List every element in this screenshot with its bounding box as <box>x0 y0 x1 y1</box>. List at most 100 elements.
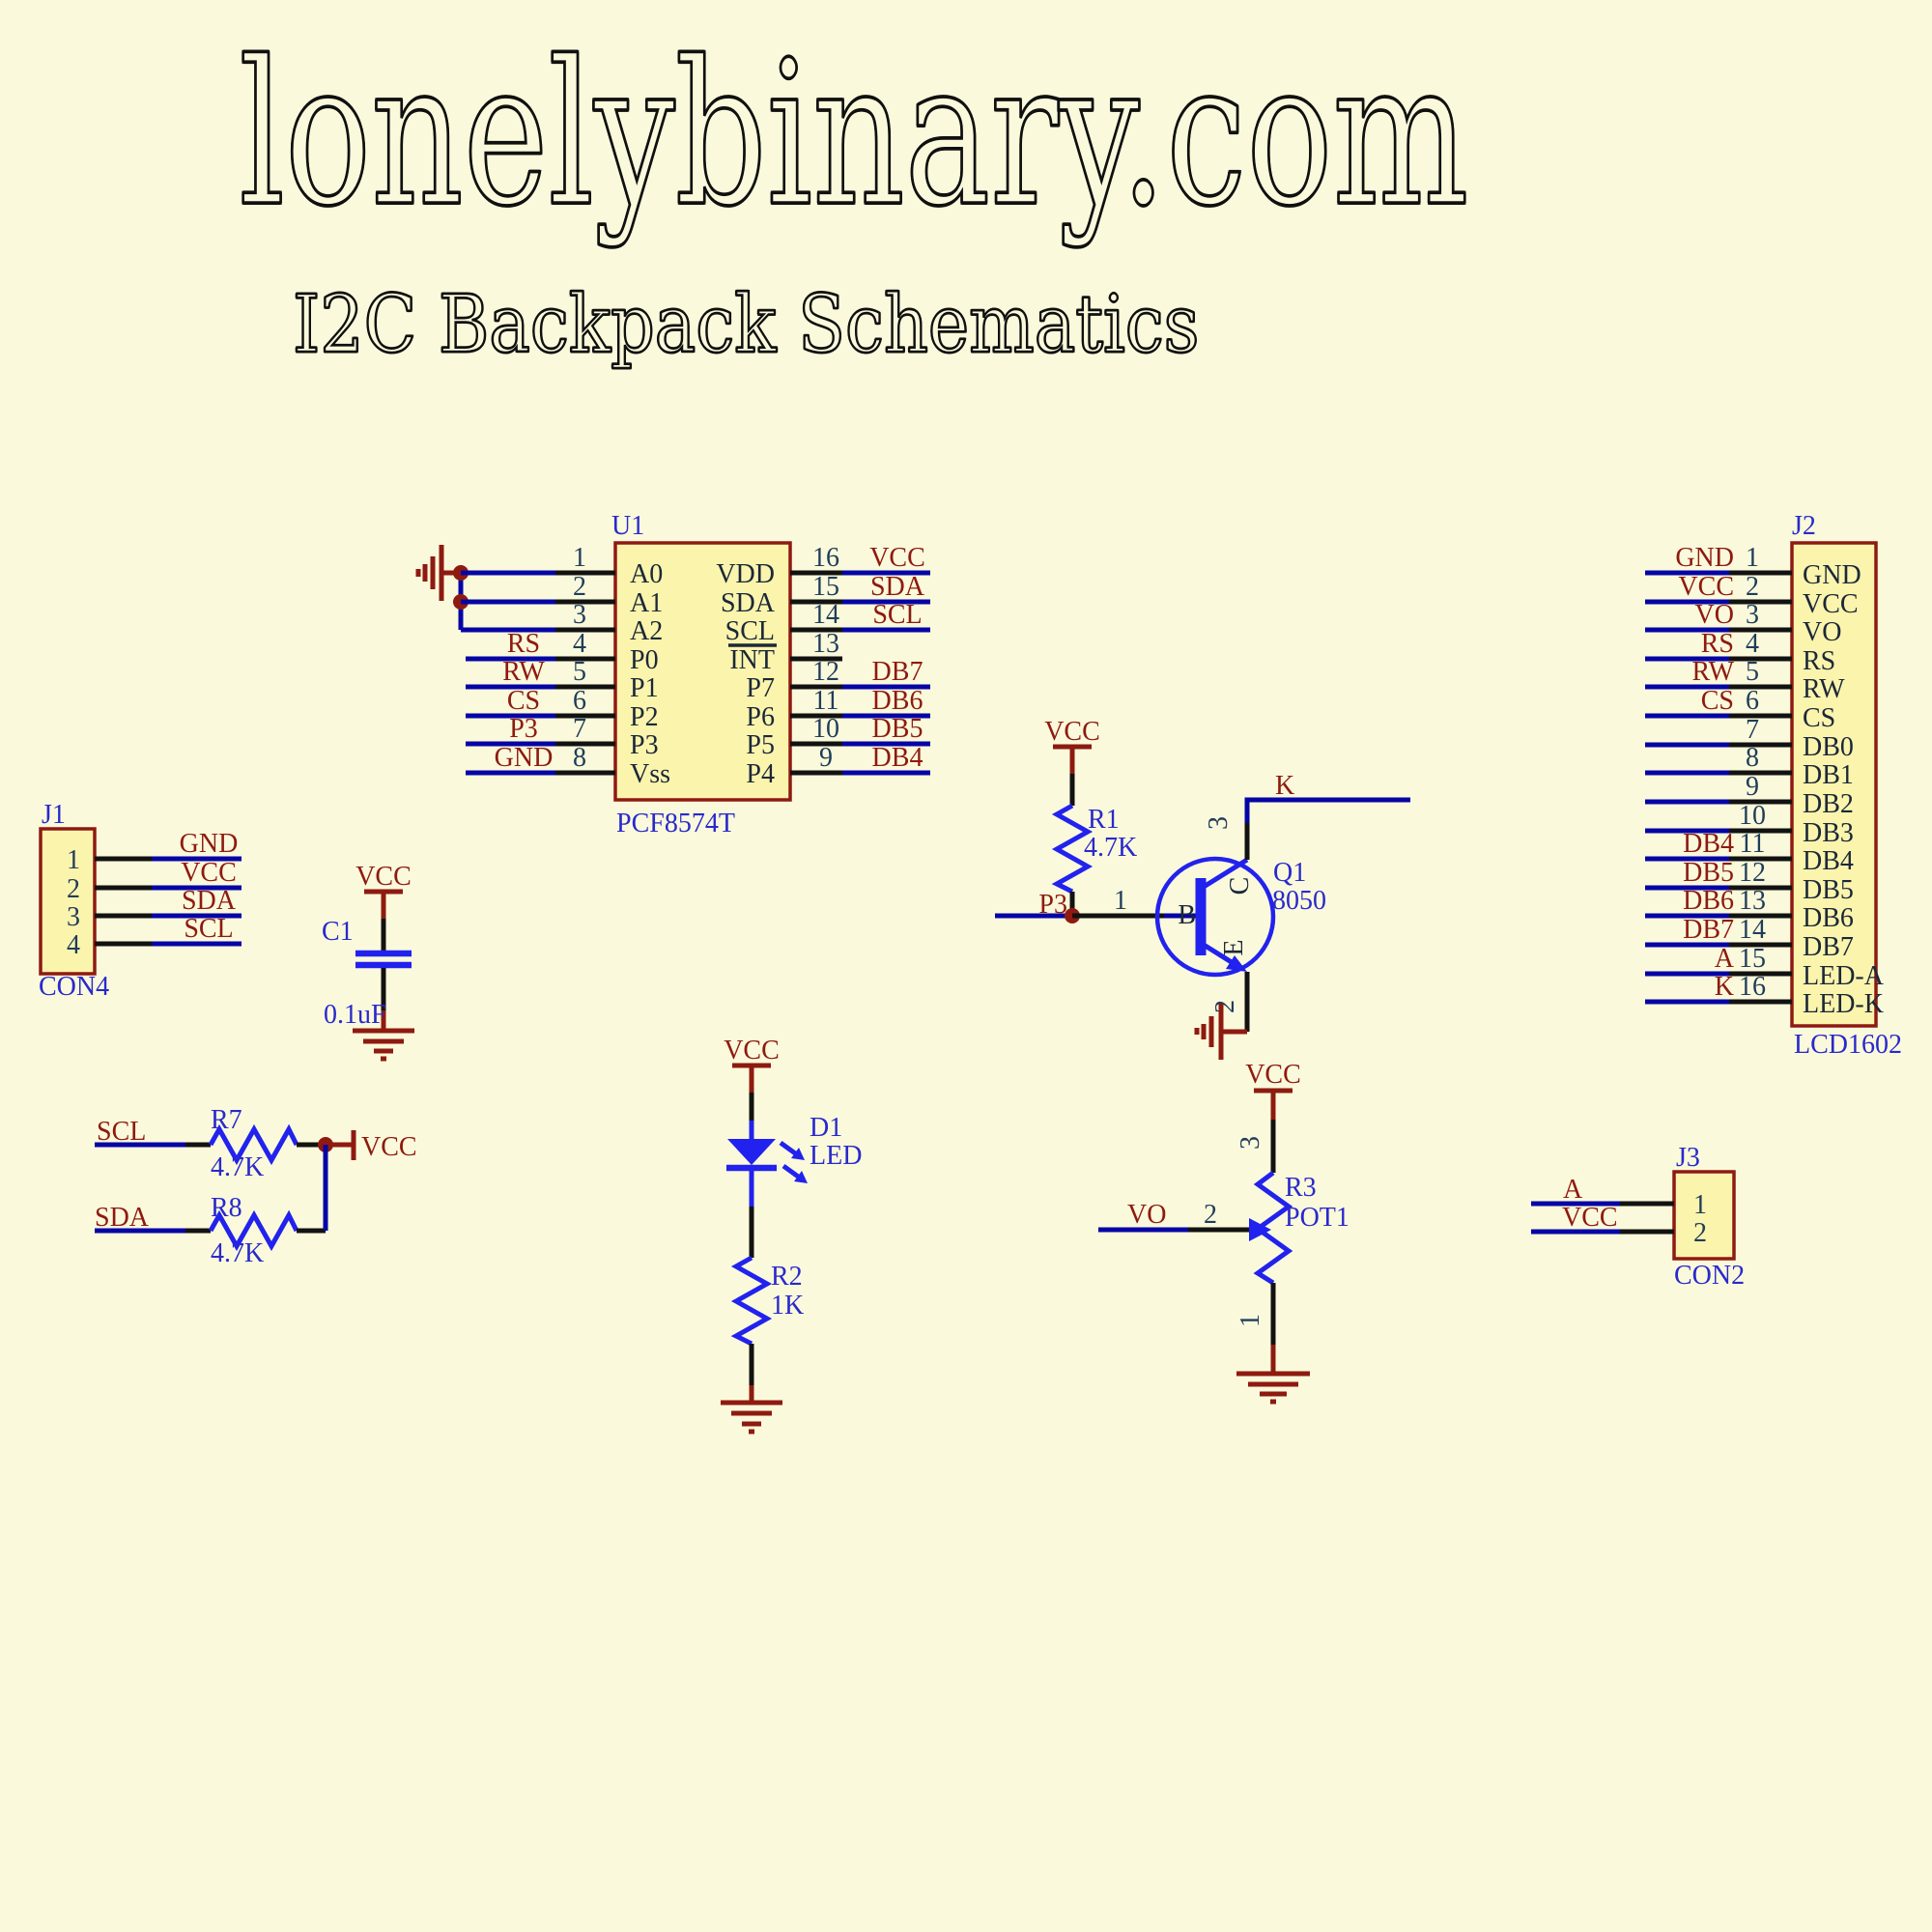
capacitor-symbol <box>355 950 412 969</box>
wiper-arrow <box>1249 1218 1271 1241</box>
connector-body <box>1790 541 1878 1028</box>
pin-name: DB1 <box>1803 760 1854 790</box>
pin-name: DB6 <box>1803 903 1854 933</box>
net-label: SCL <box>97 1117 146 1147</box>
pin-name: P5 <box>746 730 775 760</box>
net-label: A <box>1563 1175 1583 1205</box>
net-label: DB7 <box>872 657 923 687</box>
pin-number: 2 <box>1204 1200 1217 1230</box>
pin-name: P2 <box>630 702 659 732</box>
pin-number: 11 <box>1740 829 1766 859</box>
j2-pin-row: DB4 11 DB4 <box>1645 829 1854 876</box>
pin-name: VCC <box>1803 589 1859 619</box>
designator: R8 <box>211 1193 242 1223</box>
net-label: DB4 <box>872 743 923 773</box>
resistor-symbol <box>1051 803 1094 895</box>
designator: J1 <box>42 800 66 830</box>
pin-name: DB2 <box>1803 789 1854 819</box>
u1-pin-row: CS 6 P2 <box>466 686 659 732</box>
pin-number: 2 <box>1693 1218 1707 1248</box>
u1-pin-row: 3 A2 <box>461 600 663 646</box>
pin-number: 4 <box>573 629 586 659</box>
pin-name: GND <box>1803 560 1861 590</box>
vcc-symbol <box>1254 1088 1293 1120</box>
pin-number: 11 <box>813 686 839 716</box>
pin-number: 9 <box>1746 772 1759 802</box>
pin-name: A0 <box>630 559 663 589</box>
u1-pin-row: P3 7 P3 <box>466 714 659 760</box>
u1-pin-row: 14 SCL SCL <box>725 600 930 646</box>
net-label: SDA <box>182 886 237 916</box>
j2-pin-row: DB7 14 DB7 <box>1645 915 1854 962</box>
pin-number: 1 <box>1746 543 1759 573</box>
j2-pin-row: DB6 13 DB6 <box>1645 886 1854 933</box>
ground-symbol <box>1236 1371 1310 1405</box>
pin-number: 4 <box>1746 629 1759 659</box>
pin-number: 4 <box>67 930 80 960</box>
designator: R2 <box>771 1262 803 1292</box>
pin-number: 3 <box>1204 816 1234 830</box>
part-number: LED <box>810 1141 862 1171</box>
pin-number: 1 <box>573 543 586 573</box>
designator: J3 <box>1676 1143 1700 1173</box>
designator: R1 <box>1088 805 1120 835</box>
designator: D1 <box>810 1113 842 1143</box>
ground-symbol <box>721 1400 782 1435</box>
resistor-symbol <box>208 1123 299 1166</box>
pin-number: 14 <box>812 600 839 630</box>
net-label: VCC <box>181 858 237 888</box>
pin-number: 5 <box>1746 657 1759 687</box>
net-label: GND <box>180 829 239 859</box>
ground-symbol <box>1194 1004 1224 1060</box>
net-label: DB7 <box>1683 915 1734 945</box>
j2-pin-row: RW 5 RW <box>1645 657 1845 704</box>
pin-name: P7 <box>746 673 775 703</box>
designator: C1 <box>322 917 354 947</box>
j1-pin-row: 1 GND <box>67 829 242 875</box>
vcc-symbol <box>732 1063 771 1093</box>
pin-number: 2 <box>1746 572 1759 602</box>
j2-pin-row: DB5 12 DB5 <box>1645 858 1854 905</box>
pin-name: P3 <box>630 730 659 760</box>
pin-name: LED-K <box>1803 989 1884 1019</box>
power-net-label: VCC <box>1044 717 1100 747</box>
pin-name: A2 <box>630 616 663 646</box>
net-label: RW <box>502 657 545 687</box>
net-label: VO <box>1127 1200 1166 1230</box>
j2-pin-row: VO 3 VO <box>1645 600 1841 647</box>
emitter-label: E <box>1219 939 1249 955</box>
value: 4.7K <box>211 1238 264 1268</box>
led-branch: VCC D1 LED R2 1K <box>721 1036 862 1435</box>
resistor-symbol <box>208 1209 299 1252</box>
pin-name: P0 <box>630 645 659 675</box>
u1-pin-row: 15 SDA SDA <box>721 572 930 618</box>
designator: R3 <box>1285 1173 1317 1203</box>
u1-pin-row: 2 A1 <box>461 572 663 618</box>
pin-name: VDD <box>716 559 775 589</box>
connector-j3: J3 CON2 A 1 VCC 2 <box>1531 1143 1745 1291</box>
part-number: POT1 <box>1285 1203 1350 1233</box>
ic-u1: U1 PCF8574T 1 A0 2 A1 3 A2 <box>415 511 930 838</box>
net-label: VCC <box>1678 572 1734 602</box>
pin-number: 10 <box>812 714 839 744</box>
net-label: CS <box>1701 686 1734 716</box>
pin-number: 1 <box>1693 1190 1707 1220</box>
part-number: 8050 <box>1272 886 1326 916</box>
base-label: B <box>1178 900 1196 930</box>
pin-number: 3 <box>1236 1136 1265 1150</box>
pin-number: 9 <box>819 743 833 773</box>
j1-pin-row: 2 VCC <box>67 858 242 904</box>
pin-number: 14 <box>1739 915 1766 945</box>
u1-pin-row: 16 VCC VDD <box>716 543 930 589</box>
power-net-label: VCC <box>355 862 412 892</box>
pin-number: 2 <box>573 572 586 602</box>
value: 0.1uF <box>324 1000 386 1030</box>
connector-body <box>39 827 97 976</box>
j2-pin-row: 7 DB0 <box>1645 715 1854 762</box>
pin-name: RW <box>1803 674 1845 704</box>
pullup-resistors: SCL VCC R7 4.7K SDA R8 4.7K <box>95 1105 417 1268</box>
net-label: SDA <box>870 572 925 602</box>
j2-pin-row: GND 1 GND <box>1645 543 1861 590</box>
part-number: CON2 <box>1674 1261 1745 1291</box>
net-label: SCL <box>184 914 233 944</box>
